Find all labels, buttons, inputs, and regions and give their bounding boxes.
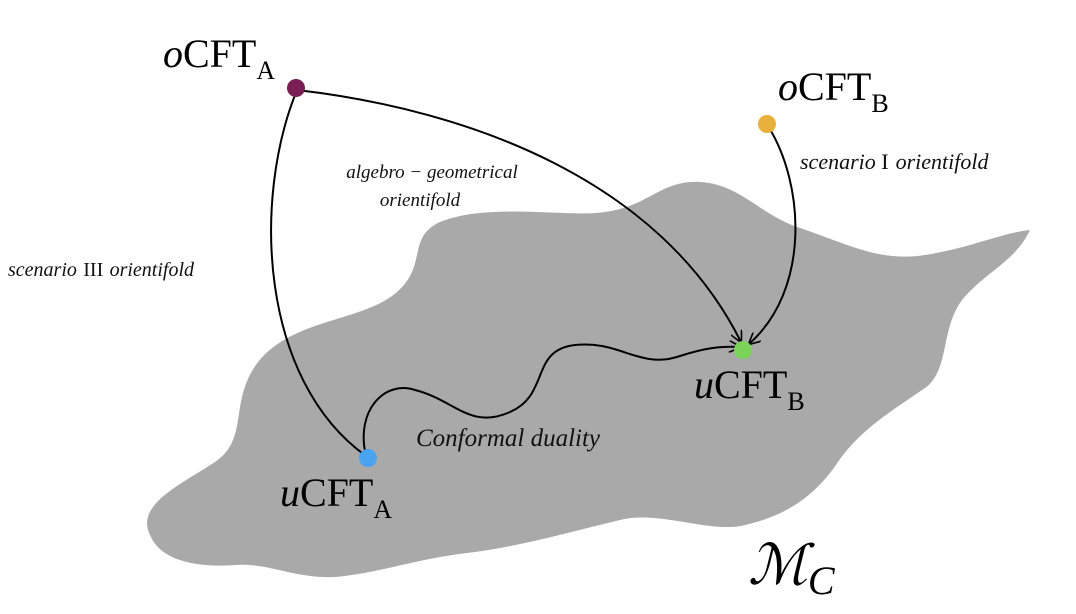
algebro-geometrical-label-line1: algebro − geometrical	[346, 162, 517, 183]
ocft-a-node	[287, 79, 305, 97]
manifold-label: ℳC	[748, 535, 836, 603]
ucft-b-node	[734, 341, 752, 359]
ocft-b-label: oCFTB	[778, 64, 889, 118]
ucft-a-label: uCFTA	[280, 470, 392, 524]
ucft-b-label: uCFTB	[694, 362, 805, 416]
moduli-space-region	[147, 181, 1030, 578]
ocft-a-label: oCFTA	[163, 31, 275, 85]
scenario-three-edge	[270, 89, 367, 457]
algebro-geometrical-label-line2: orientifold	[380, 190, 461, 211]
conformal-duality-arrow	[362, 344, 740, 457]
ucft-a-node	[359, 449, 377, 467]
scenario-one-label: scenario I orientifold	[800, 149, 989, 175]
scenario-one-arrow	[749, 125, 797, 344]
algebro-geometrical-arrow	[296, 89, 741, 342]
ocft-b-node	[758, 115, 776, 133]
conformal-duality-label: Conformal duality	[416, 425, 601, 452]
scenario-three-label: scenario III orientifold	[8, 257, 195, 281]
